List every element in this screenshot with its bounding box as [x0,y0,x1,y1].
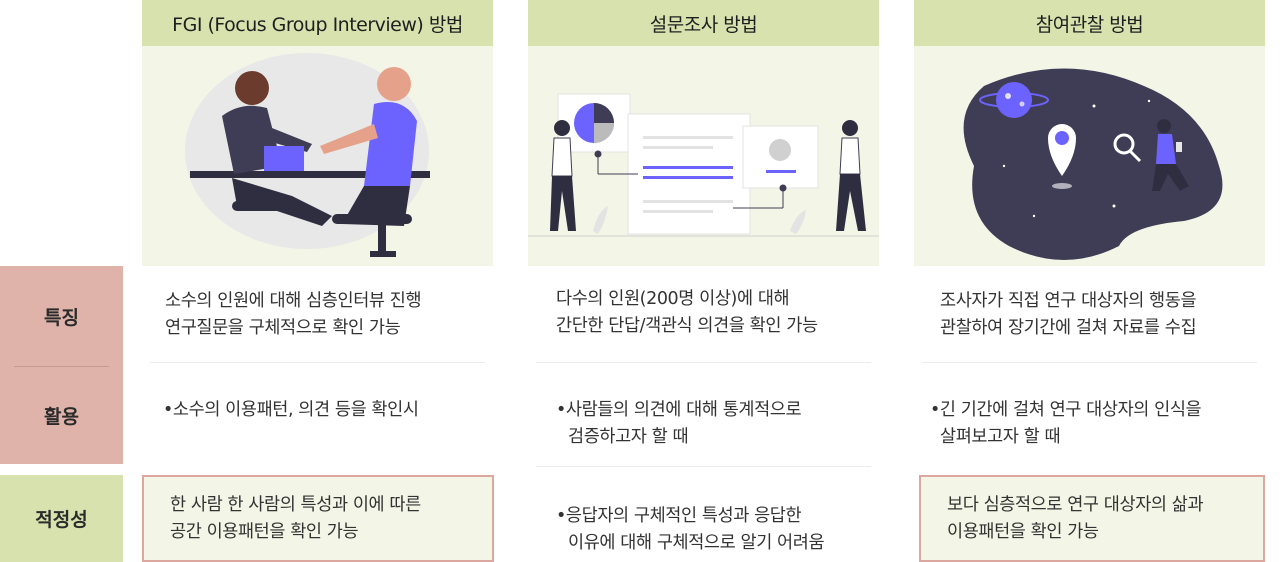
observation-suitability-box: 보다 심층적으로 연구 대상자의 삶과 이용패턴을 확인 가능 [919,475,1265,562]
survey-feature: 다수의 인원(200명 이상)에 대해 간단한 단답/객관식 의견을 확인 가능 [556,286,818,340]
survey-feature-line-2: 간단한 단답/객관식 의견을 확인 가능 [556,316,818,336]
observation-usage: •긴 기간에 걸쳐 연구 대상자의 인식을 살펴보고자 할 때 [930,397,1202,451]
space-observation-illustration [914,46,1265,266]
fgi-feature-line-2: 연구질문을 구체적으로 확인 가능 [165,318,401,338]
handshake-meeting-illustration [142,46,493,266]
fgi-suitability-line-1: 한 사람 한 사람의 특성과 이에 따른 [170,494,421,515]
survey-suitability-line-2: 이유에 대해 구체적으로 알기 어려움 [568,533,825,553]
column-header-survey: 설문조사 방법 [528,0,879,46]
column-header-fgi: FGI (Focus Group Interview) 방법 [142,0,493,46]
survey-usage-line-2: 검증하고자 할 때 [568,427,689,447]
observation-icon [963,68,1223,260]
observation-usage-line-1: •긴 기간에 걸쳐 연구 대상자의 인식을 [930,400,1202,420]
observation-suitability-line-1: 보다 심층적으로 연구 대상자의 삶과 [947,494,1204,515]
observation-usage-line-2: 살펴보고자 할 때 [940,427,1061,447]
survey-separator-1 [536,362,871,363]
fgi-feature: 소수의 인원에 대해 심층인터뷰 진행 연구질문을 구체적으로 확인 가능 [165,288,422,342]
observation-feature-line-2: 관찰하여 장기간에 걸쳐 자료를 수집 [940,318,1197,338]
row-label-divider [14,366,109,367]
survey-usage: •사람들의 의견에 대해 통계적으로 검증하고자 할 때 [556,397,802,451]
observation-feature: 조사자가 직접 연구 대상자의 행동을 관찰하여 장기간에 걸쳐 자료를 수집 [940,288,1197,342]
fgi-suitability-line-2: 공간 이용패턴을 확인 가능 [170,521,359,542]
survey-usage-line-1: •사람들의 의견에 대해 통계적으로 [556,400,802,420]
row-label-feature: 특징 [0,266,123,366]
column-header-observation: 참여관찰 방법 [914,0,1265,46]
fgi-feature-line-1: 소수의 인원에 대해 심층인터뷰 진행 [165,291,422,311]
handshake-icon [185,53,430,257]
fgi-suitability-box: 한 사람 한 사람의 특성과 이에 따른 공간 이용패턴을 확인 가능 [142,475,494,562]
survey-icon [528,93,879,266]
row-label-suitability: 적정성 [0,475,123,562]
observation-feature-line-1: 조사자가 직접 연구 대상자의 행동을 [940,291,1197,311]
row-label-usage: 활용 [0,366,123,464]
observation-separator [922,362,1257,363]
survey-separator-2 [536,466,871,467]
survey-board-illustration [528,46,879,266]
survey-feature-line-1: 다수의 인원(200명 이상)에 대해 [556,289,790,309]
fgi-usage-line-1: •소수의 이용패턴, 의견 등을 확인시 [163,400,419,420]
fgi-usage: •소수의 이용패턴, 의견 등을 확인시 [163,397,419,424]
fgi-separator [150,362,485,363]
observation-suitability-line-2: 이용패턴을 확인 가능 [947,521,1099,542]
survey-suitability-line-1: •응답자의 구체적인 특성과 응답한 [556,506,802,526]
survey-suitability: •응답자의 구체적인 특성과 응답한 이유에 대해 구체적으로 알기 어려움 [556,503,825,557]
